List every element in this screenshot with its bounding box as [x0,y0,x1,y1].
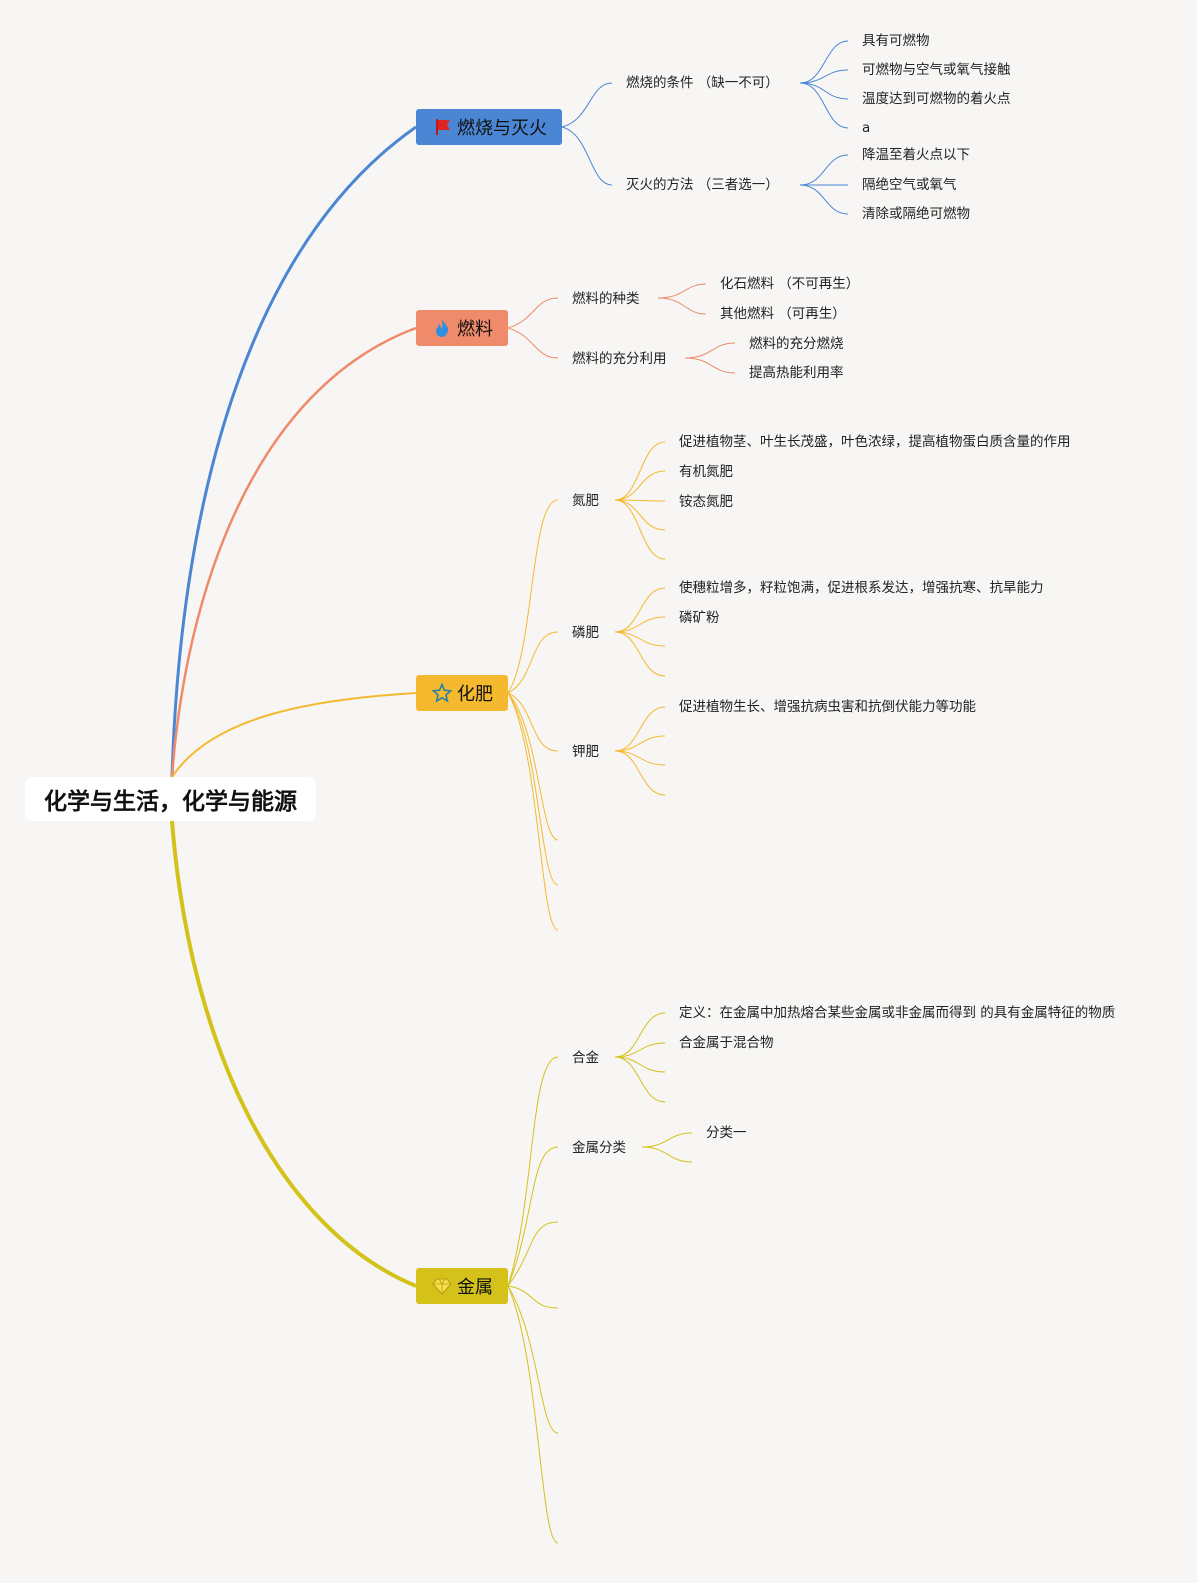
phosphate-fertilizer[interactable]: 磷肥 [572,625,599,641]
leaf-item[interactable]: 化石燃料 （不可再生） [720,276,860,292]
alloy[interactable]: 合金 [572,1050,599,1066]
leaf-item[interactable]: 合金属于混合物 [679,1035,774,1051]
branch-metal[interactable]: 金属 [416,1268,508,1304]
leaf-item[interactable]: 其他燃料 （可再生） [720,306,846,322]
leaf-item[interactable]: 磷矿粉 [679,610,720,626]
leaf-item[interactable]: 清除或隔绝可燃物 [862,206,970,222]
connector-root-fertilizer [171,692,417,778]
leaf-item[interactable]: 定义：在金属中加热熔合某些金属或非金属而得到 的具有金属特征的物质 [679,1005,1116,1021]
star-icon [431,682,453,704]
combustion-extinguish[interactable]: 灭火的方法 （三者选一） [626,177,779,193]
root-topic-label: 化学与生活，化学与能源 [44,789,297,815]
connector-root-metal [170,820,417,1288]
metal-classification[interactable]: 金属分类 [572,1140,626,1156]
nitrogen-fertilizer[interactable]: 氮肥 [572,493,599,509]
leaf-item[interactable]: 提高热能利用率 [749,365,844,381]
leaf-item[interactable]: 隔绝空气或氧气 [862,177,957,193]
leaf-item[interactable]: 分类一 [706,1125,747,1141]
leaf-item[interactable]: 使穗粒增多，籽粒饱满，促进根系发达，增强抗寒、抗旱能力 [679,580,1044,596]
branch-combustion-label: 燃烧与灭火 [457,118,547,139]
root-topic[interactable]: 化学与生活，化学与能源 [25,777,316,821]
connector-root-combustion [170,125,417,778]
branch-fertilizer-label: 化肥 [457,684,493,705]
leaf-item[interactable]: 可燃物与空气或氧气接触 [862,62,1011,78]
branch-metal-label: 金属 [457,1277,493,1298]
branch-fertilizer[interactable]: 化肥 [416,675,508,711]
combustion-conditions[interactable]: 燃烧的条件 （缺一不可） [626,75,779,91]
branch-fuel-label: 燃料 [457,319,493,340]
leaf-item[interactable]: 铵态氮肥 [679,494,733,510]
branch-combustion[interactable]: 燃烧与灭火 [416,109,562,145]
leaf-item[interactable]: 促进植物茎、叶生长茂盛，叶色浓绿，提高植物蛋白质含量的作用 [679,434,1071,450]
fuel-usage[interactable]: 燃料的充分利用 [572,351,667,367]
leaf-item[interactable]: 降温至着火点以下 [862,147,970,163]
leaf-item[interactable]: 有机氮肥 [679,464,733,480]
potash-fertilizer[interactable]: 钾肥 [572,744,599,760]
leaf-item[interactable]: 具有可燃物 [862,33,930,49]
leaf-item[interactable]: 促进植物生长、增强抗病虫害和抗倒伏能力等功能 [679,699,976,715]
red-flag-icon [431,116,453,138]
leaf-item[interactable]: 温度达到可燃物的着火点 [862,91,1011,107]
branch-fuel[interactable]: 燃料 [416,310,508,346]
leaf-item[interactable]: a [862,120,871,136]
gem-icon [431,1275,453,1297]
leaf-item[interactable]: 燃料的充分燃烧 [749,336,844,352]
fuel-types[interactable]: 燃料的种类 [572,291,640,307]
flame-icon [431,317,453,339]
connector-root-fuel [170,326,417,778]
